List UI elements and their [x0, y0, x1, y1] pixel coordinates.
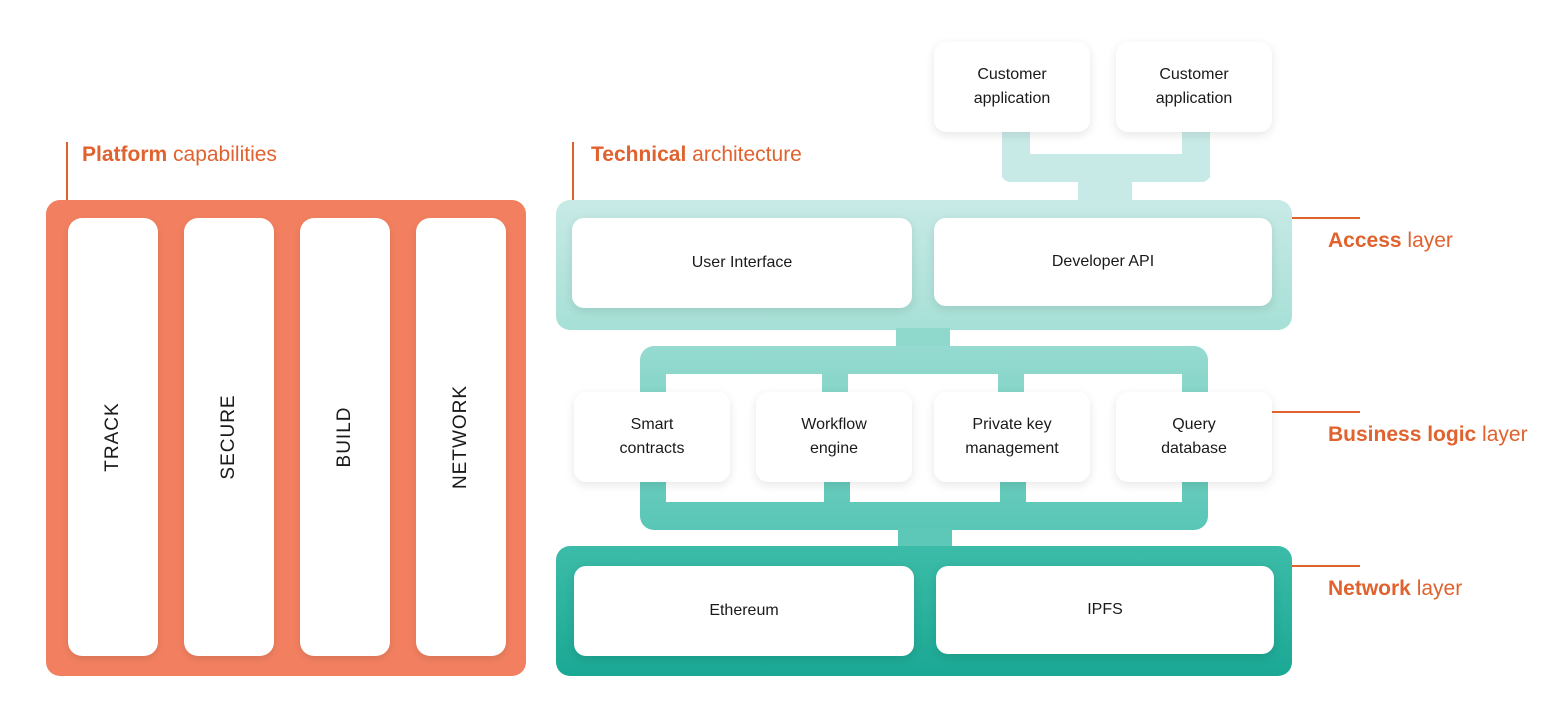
pillar-track-label: TRACK — [102, 402, 123, 472]
developer-api-box: Developer API — [934, 218, 1272, 306]
pillar-secure: SECURE — [184, 218, 274, 656]
user-interface-box: User Interface — [572, 218, 912, 308]
pillar-build: BUILD — [300, 218, 390, 656]
pillar-build-label: BUILD — [334, 406, 355, 468]
network-layer-marker — [1292, 565, 1360, 567]
business-layer-label-bold: Business logic — [1328, 423, 1477, 446]
business-layer-label-rest: layer — [1476, 423, 1528, 446]
customer-application-2: Customer application — [1116, 42, 1272, 132]
business-layer-inner-top-1 — [666, 374, 822, 392]
business-layer-marker — [1272, 411, 1360, 413]
customer-connector-stem — [1078, 178, 1132, 204]
customer-application-1: Customer application — [934, 42, 1090, 132]
platform-heading: Platform capabilities — [82, 142, 277, 168]
smart-contracts-line2: contracts — [619, 440, 685, 457]
smart-contracts-box: Smart contracts — [574, 392, 730, 482]
business-layer-inner-bottom-3 — [1026, 482, 1182, 502]
ipfs-label: IPFS — [1087, 601, 1123, 618]
workflow-engine-box: Workflow engine — [756, 392, 912, 482]
query-database-line2: database — [1161, 440, 1227, 457]
customer-application-1-line2: application — [973, 90, 1051, 107]
ipfs-box: IPFS — [936, 566, 1274, 654]
network-layer-label-bold: Network — [1328, 577, 1411, 600]
private-key-management-line1: Private key — [972, 416, 1052, 433]
business-layer-inner-top-3 — [1024, 374, 1182, 392]
query-database-line1: Query — [1172, 416, 1216, 433]
developer-api-label: Developer API — [1051, 253, 1155, 270]
platform-heading-marker — [66, 142, 68, 212]
network-layer-label: Network layer — [1328, 576, 1462, 602]
private-key-management-line2: management — [965, 440, 1059, 457]
smart-contracts-line1: Smart — [630, 416, 674, 433]
customer-connector-bar — [1002, 154, 1210, 182]
pillar-track: TRACK — [68, 218, 158, 656]
network-layer-label-rest: layer — [1410, 577, 1463, 600]
pillar-network: NETWORK — [416, 218, 506, 656]
ethereum-label: Ethereum — [709, 602, 779, 619]
business-layer-inner-top-2 — [848, 374, 998, 392]
access-business-connector — [896, 328, 950, 350]
customer-application-2-line2: application — [1155, 90, 1233, 107]
access-layer-label-bold: Access — [1328, 229, 1402, 252]
customer-application-1-line1: Customer — [977, 66, 1047, 83]
business-layer-inner-middle — [666, 392, 1182, 482]
business-layer-label: Business logic layer — [1328, 422, 1528, 448]
private-key-management-box: Private key management — [934, 392, 1090, 482]
architecture-heading-marker — [572, 142, 574, 200]
architecture-heading-rest: architecture — [686, 143, 802, 166]
platform-panel: TRACK SECURE BUILD NETWORK — [46, 200, 526, 676]
workflow-engine-line1: Workflow — [801, 416, 867, 433]
platform-heading-bold: Platform — [82, 143, 168, 166]
access-layer-label: Access layer — [1328, 228, 1453, 254]
platform-heading-rest: capabilities — [167, 143, 277, 166]
business-layer-inner-bottom-1 — [666, 482, 824, 502]
pillar-secure-label: SECURE — [218, 394, 239, 480]
architecture-heading-bold: Technical — [591, 143, 687, 166]
workflow-engine-line2: engine — [809, 440, 859, 457]
pillar-network-label: NETWORK — [450, 384, 471, 490]
user-interface-label: User Interface — [691, 254, 793, 271]
access-layer-label-rest: layer — [1401, 229, 1453, 252]
architecture-heading: Technical architecture — [591, 142, 802, 168]
business-network-connector — [898, 528, 952, 550]
customer-application-2-line1: Customer — [1159, 66, 1229, 83]
business-layer-inner-bottom-2 — [850, 482, 1000, 502]
query-database-box: Query database — [1116, 392, 1272, 482]
ethereum-box: Ethereum — [574, 566, 914, 656]
access-layer-marker — [1292, 217, 1360, 219]
